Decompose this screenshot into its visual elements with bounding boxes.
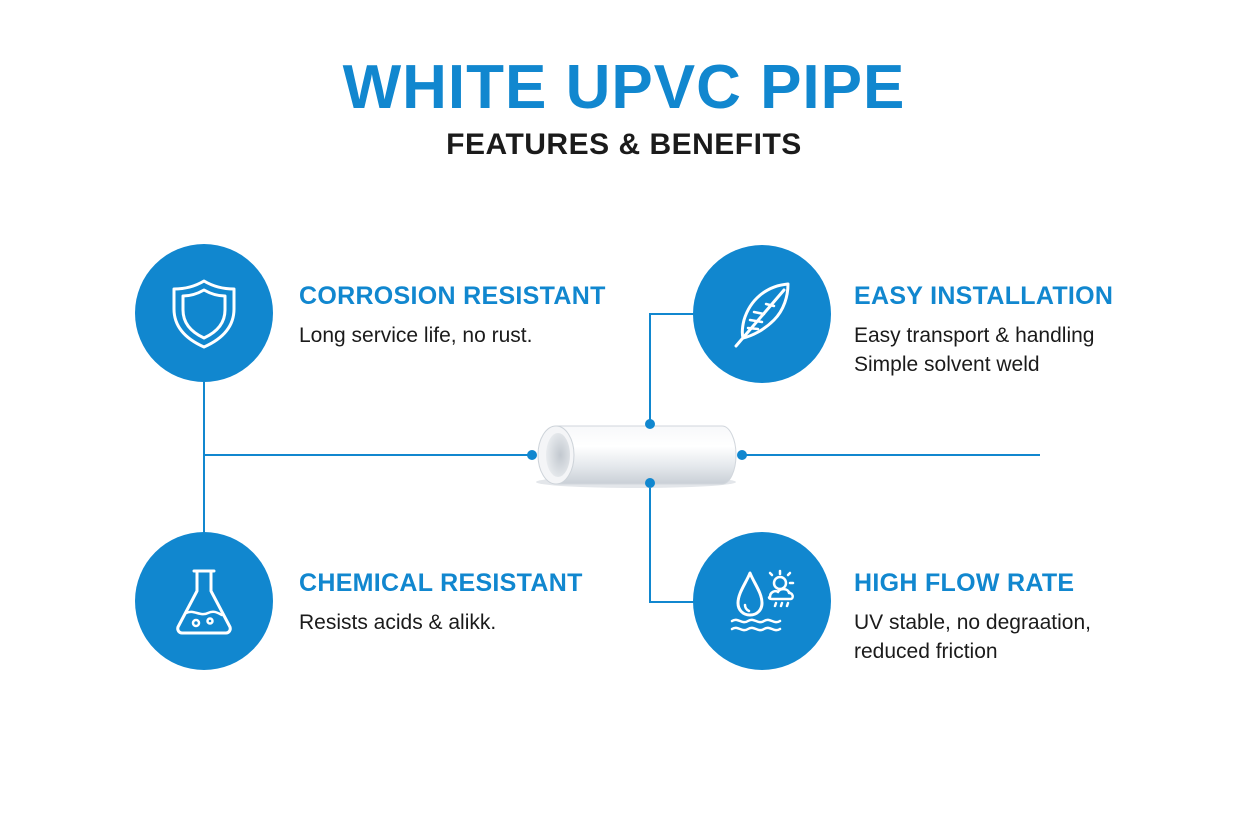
feature-title: CHEMICAL RESISTANT — [299, 569, 583, 597]
feature-chemical-resistant: CHEMICAL RESISTANT Resists acids & alikk… — [299, 569, 583, 637]
flask-icon — [176, 569, 232, 635]
feature-circle-installation — [693, 245, 831, 383]
shield-icon — [172, 279, 236, 349]
feature-description: UV stable, no degraation, reduced fricti… — [854, 611, 1091, 663]
feature-title: CORROSION RESISTANT — [299, 282, 606, 310]
connector-top-right — [649, 313, 694, 424]
page-title: WHITE UPVC PIPE — [342, 53, 906, 122]
feature-title: HIGH FLOW RATE — [854, 569, 1075, 597]
page-subtitle: FEATURES & BENEFITS — [446, 128, 802, 161]
water-weather-icon — [730, 569, 795, 632]
feature-description: Long service life, no rust. — [299, 324, 533, 347]
feature-circle-chemical — [135, 532, 273, 670]
feature-description: Resists acids & alikk. — [299, 611, 497, 634]
feature-easy-installation: EASY INSTALLATION Easy transport & handl… — [854, 282, 1113, 379]
connector-dot-bottom — [645, 478, 655, 488]
feature-high-flow-rate: HIGH FLOW RATE UV stable, no degraation,… — [854, 569, 1091, 666]
upvc-pipe — [536, 425, 737, 488]
feature-icon — [734, 282, 790, 348]
feature-description: Easy transport & handling Simple solvent… — [854, 324, 1095, 376]
connector-dot-right — [737, 450, 747, 460]
feature-corrosion-resistant: CORROSION RESISTANT Long service life, n… — [299, 282, 606, 350]
connector-dot-left — [527, 450, 537, 460]
feature-circle-corrosion — [135, 244, 273, 382]
feature-title: EASY INSTALLATION — [854, 282, 1114, 310]
connector-dot-top — [645, 419, 655, 429]
connector-bottom-right — [649, 483, 694, 603]
feature-circle-flow — [693, 532, 831, 670]
